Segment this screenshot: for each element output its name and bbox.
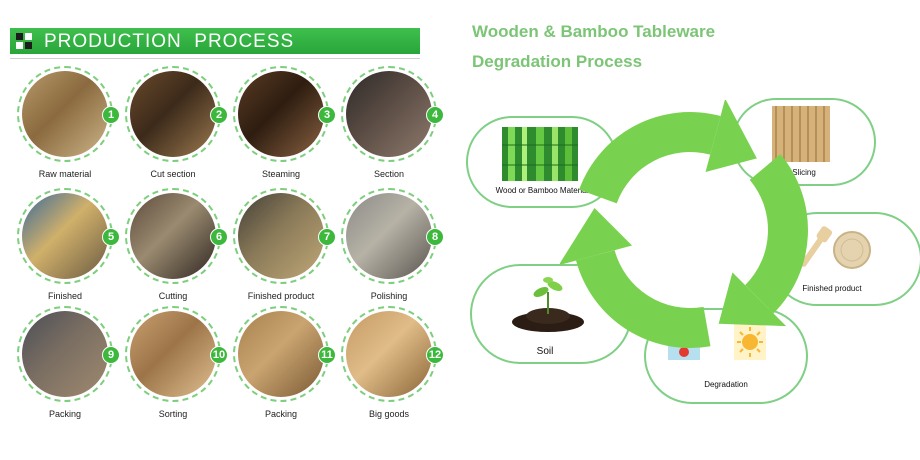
step-number-badge: 3 xyxy=(318,106,336,124)
slicing-label: Slicing xyxy=(792,168,816,177)
step-label: Polishing xyxy=(370,291,408,301)
step-photo xyxy=(346,71,432,157)
step-photo xyxy=(346,193,432,279)
bamboo-image xyxy=(502,127,578,181)
soil-label: Soil xyxy=(536,346,554,357)
step-label: Packing xyxy=(264,409,298,419)
step-photo xyxy=(22,311,108,397)
material-label: Wood or Bamboo Material xyxy=(495,186,589,195)
cycle-arrow-head xyxy=(705,100,757,173)
slicing-node: Slicing xyxy=(732,98,876,186)
finished-label: Finished product xyxy=(802,284,862,293)
step-number-badge: 8 xyxy=(426,228,444,246)
step-photo xyxy=(238,193,324,279)
cycle-center-text: From nature to nature xyxy=(632,209,757,223)
step-photo xyxy=(130,193,216,279)
step-number-badge: 6 xyxy=(210,228,228,246)
soil-image xyxy=(508,270,588,332)
step-number-badge: 12 xyxy=(426,346,444,364)
step-photo xyxy=(238,71,324,157)
step-photo xyxy=(22,71,108,157)
divider xyxy=(10,58,420,59)
step-photo xyxy=(238,311,324,397)
sun-icon xyxy=(734,324,766,360)
degradation-title-line1: Wooden & Bamboo Tableware xyxy=(472,22,716,41)
step-label: Packing xyxy=(48,409,82,419)
step-photo xyxy=(130,71,216,157)
degradation-title-line2: Degradation Process xyxy=(472,52,643,71)
step-photo xyxy=(22,193,108,279)
step-number-badge: 11 xyxy=(318,346,336,364)
bamboo-tableware-image xyxy=(800,226,871,269)
step-label: Sorting xyxy=(158,409,188,419)
cycle-arrow-band xyxy=(576,250,711,348)
recycle-cycle-arrows xyxy=(560,100,808,348)
cycle-arrow-band xyxy=(745,154,808,314)
step-label: Steaming xyxy=(261,169,301,179)
step-number-badge: 7 xyxy=(318,228,336,246)
cycle-arrow-band xyxy=(579,112,721,204)
step-label: Raw material xyxy=(38,169,92,179)
step-number-badge: 10 xyxy=(210,346,228,364)
step-number-badge: 5 xyxy=(102,228,120,246)
step-label: Cutting xyxy=(158,291,188,301)
step-photo xyxy=(130,311,216,397)
production-title: PRODUCTION PROCESS xyxy=(44,31,295,52)
cycle-arrow-head xyxy=(560,207,633,265)
logo-icon xyxy=(16,33,36,49)
step-photo xyxy=(346,311,432,397)
step-label: Big goods xyxy=(368,409,410,419)
step-label: Section xyxy=(373,169,405,179)
step-number-badge: 9 xyxy=(102,346,120,364)
step-number-badge: 2 xyxy=(210,106,228,124)
production-banner: PRODUCTION PROCESS xyxy=(10,28,420,54)
step-label: Finished xyxy=(47,291,83,301)
cycle-arrow-head xyxy=(718,272,787,327)
degradation-label: Degradation xyxy=(704,380,748,389)
step-number-badge: 1 xyxy=(102,106,120,124)
step-label: Cut section xyxy=(150,169,196,179)
step-label: Finished product xyxy=(247,291,315,301)
step-number-badge: 4 xyxy=(426,106,444,124)
bamboo-slices-image xyxy=(772,106,830,162)
